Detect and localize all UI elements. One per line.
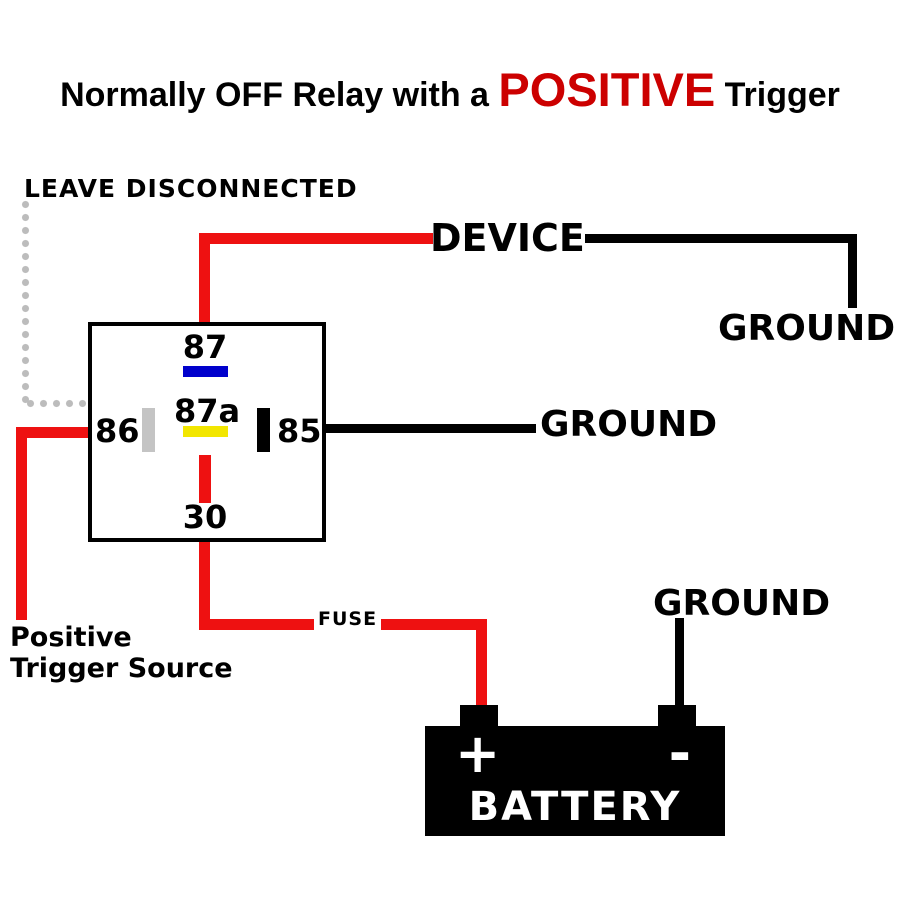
wire-87-vertical (199, 233, 210, 324)
wire-30-vertical (199, 540, 210, 630)
relay-terminal-87-contact (183, 366, 228, 377)
ground-bottom-label: GROUND (653, 583, 831, 624)
relay-terminal-87-label: 87 (182, 328, 228, 366)
device-label: DEVICE (430, 216, 585, 260)
relay-terminal-87a-label: 87a (173, 392, 241, 430)
wire-86-vertical (16, 427, 27, 620)
wire-to-battery-positive (476, 619, 487, 710)
leave-disconnected-label: LEAVE DISCONNECTED (24, 174, 358, 203)
positive-trigger-line2: Trigger Source (10, 653, 233, 685)
positive-trigger-source-label: Positive Trigger Source (10, 622, 233, 684)
relay-terminal-86-contact (142, 408, 155, 452)
wire-battery-negative-to-ground (675, 618, 684, 710)
relay-terminal-85-label: 85 (277, 412, 322, 450)
battery-positive-terminal (460, 705, 498, 727)
fuse-label: FUSE (314, 608, 382, 630)
ground-middle-label: GROUND (540, 404, 718, 445)
wire-86-horizontal (16, 427, 90, 438)
relay-terminal-87a-contact (183, 426, 228, 437)
battery-label: BATTERY (468, 784, 682, 830)
title-suffix: Trigger (715, 76, 840, 114)
ground-top-right-label: GROUND (718, 308, 896, 349)
wire-device-to-ground-horizontal (585, 234, 857, 243)
title-prefix: Normally OFF Relay with a (60, 76, 499, 114)
positive-trigger-line1: Positive (10, 622, 132, 653)
relay-box: 87 87a 86 85 30 (88, 322, 326, 542)
battery: + - BATTERY (425, 722, 725, 836)
battery-negative-terminal (658, 705, 696, 727)
dotted-leader-horizontal (26, 399, 90, 408)
diagram-title: Normally OFF Relay with a POSITIVE Trigg… (0, 62, 900, 117)
battery-plus-sign: + (455, 722, 501, 785)
relay-terminal-30-contact (199, 455, 211, 503)
battery-minus-sign: - (668, 722, 691, 785)
wire-87-to-device (199, 233, 433, 244)
wire-device-to-ground-vertical (848, 234, 857, 308)
relay-terminal-86-label: 86 (95, 412, 140, 450)
title-highlight: POSITIVE (498, 63, 716, 116)
relay-terminal-85-contact (257, 408, 270, 452)
dotted-leader-vertical (21, 200, 30, 408)
wire-85-to-ground (324, 424, 536, 433)
relay-terminal-30-label: 30 (182, 498, 228, 536)
